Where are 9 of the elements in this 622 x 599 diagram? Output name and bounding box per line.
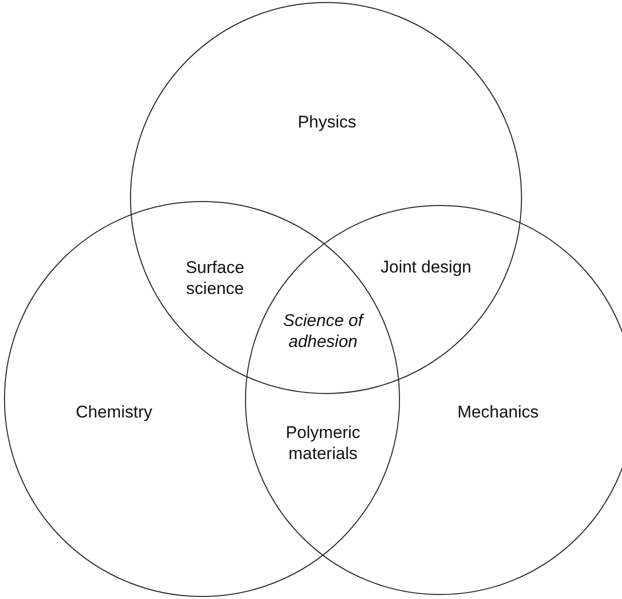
circle-label: Chemistry	[76, 401, 152, 423]
overlap-label: Polymeric materials	[284, 422, 362, 464]
overlap-label: Surface science	[184, 256, 246, 300]
overlap-label: Joint design	[380, 256, 472, 278]
overlap-label: Science of adhesion	[282, 310, 366, 352]
circle-label: Mechanics	[457, 401, 539, 423]
circle-label: Physics	[298, 111, 356, 133]
mechanics-circle	[245, 205, 622, 595]
physics-circle	[130, 2, 522, 394]
